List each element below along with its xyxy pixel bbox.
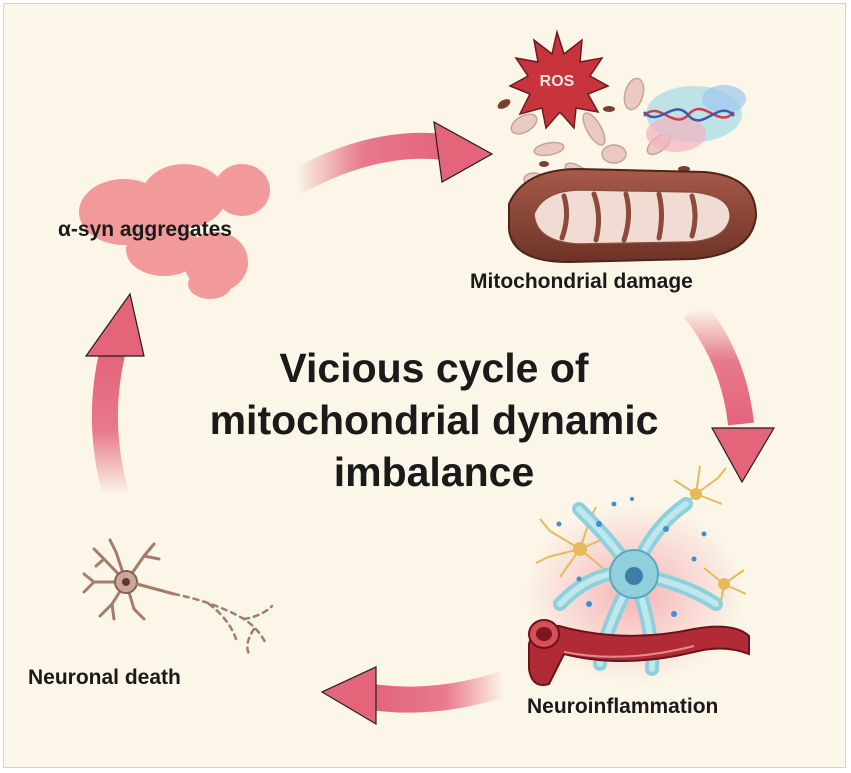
- degenerating-neuron-icon: [82, 538, 274, 656]
- diagram-canvas: ROS: [3, 3, 846, 768]
- arrow-asyn-to-mito: [289, 120, 494, 194]
- alpha-synuclein-aggregate-icon: [79, 164, 270, 299]
- microglia-icon: [553, 497, 723, 676]
- dna-protein-icon: [643, 85, 746, 152]
- damaged-mitochondrion-icon: [497, 77, 758, 264]
- center-title: Vicious cycle of mitochondrial dynamic i…: [164, 342, 704, 498]
- arrow-death-to-asyn: [84, 292, 145, 498]
- ros-label: ROS: [540, 73, 575, 90]
- node-label-neuronal-death: Neuronal death: [28, 666, 181, 689]
- neuroinflammation-scene: [524, 465, 750, 686]
- blood-vessel-icon: [528, 619, 750, 686]
- node-label-asyn-aggregates: α-syn aggregates: [58, 218, 232, 241]
- node-label-mitochondrial-damage: Mitochondrial damage: [470, 270, 693, 293]
- ros-burst-icon: ROS: [508, 29, 610, 130]
- arrow-neuroinflammation-to-death: [320, 666, 508, 726]
- center-title-line-3: imbalance: [333, 449, 535, 495]
- node-label-neuroinflammation: Neuroinflammation: [527, 695, 719, 718]
- arrow-mito-to-neuroinflammation: [683, 300, 776, 484]
- cycle-artwork: ROS: [79, 29, 776, 726]
- astrocyte-icon: [535, 465, 747, 609]
- center-title-line-1: Vicious cycle of: [279, 345, 589, 391]
- center-title-line-2: mitochondrial dynamic: [209, 397, 659, 443]
